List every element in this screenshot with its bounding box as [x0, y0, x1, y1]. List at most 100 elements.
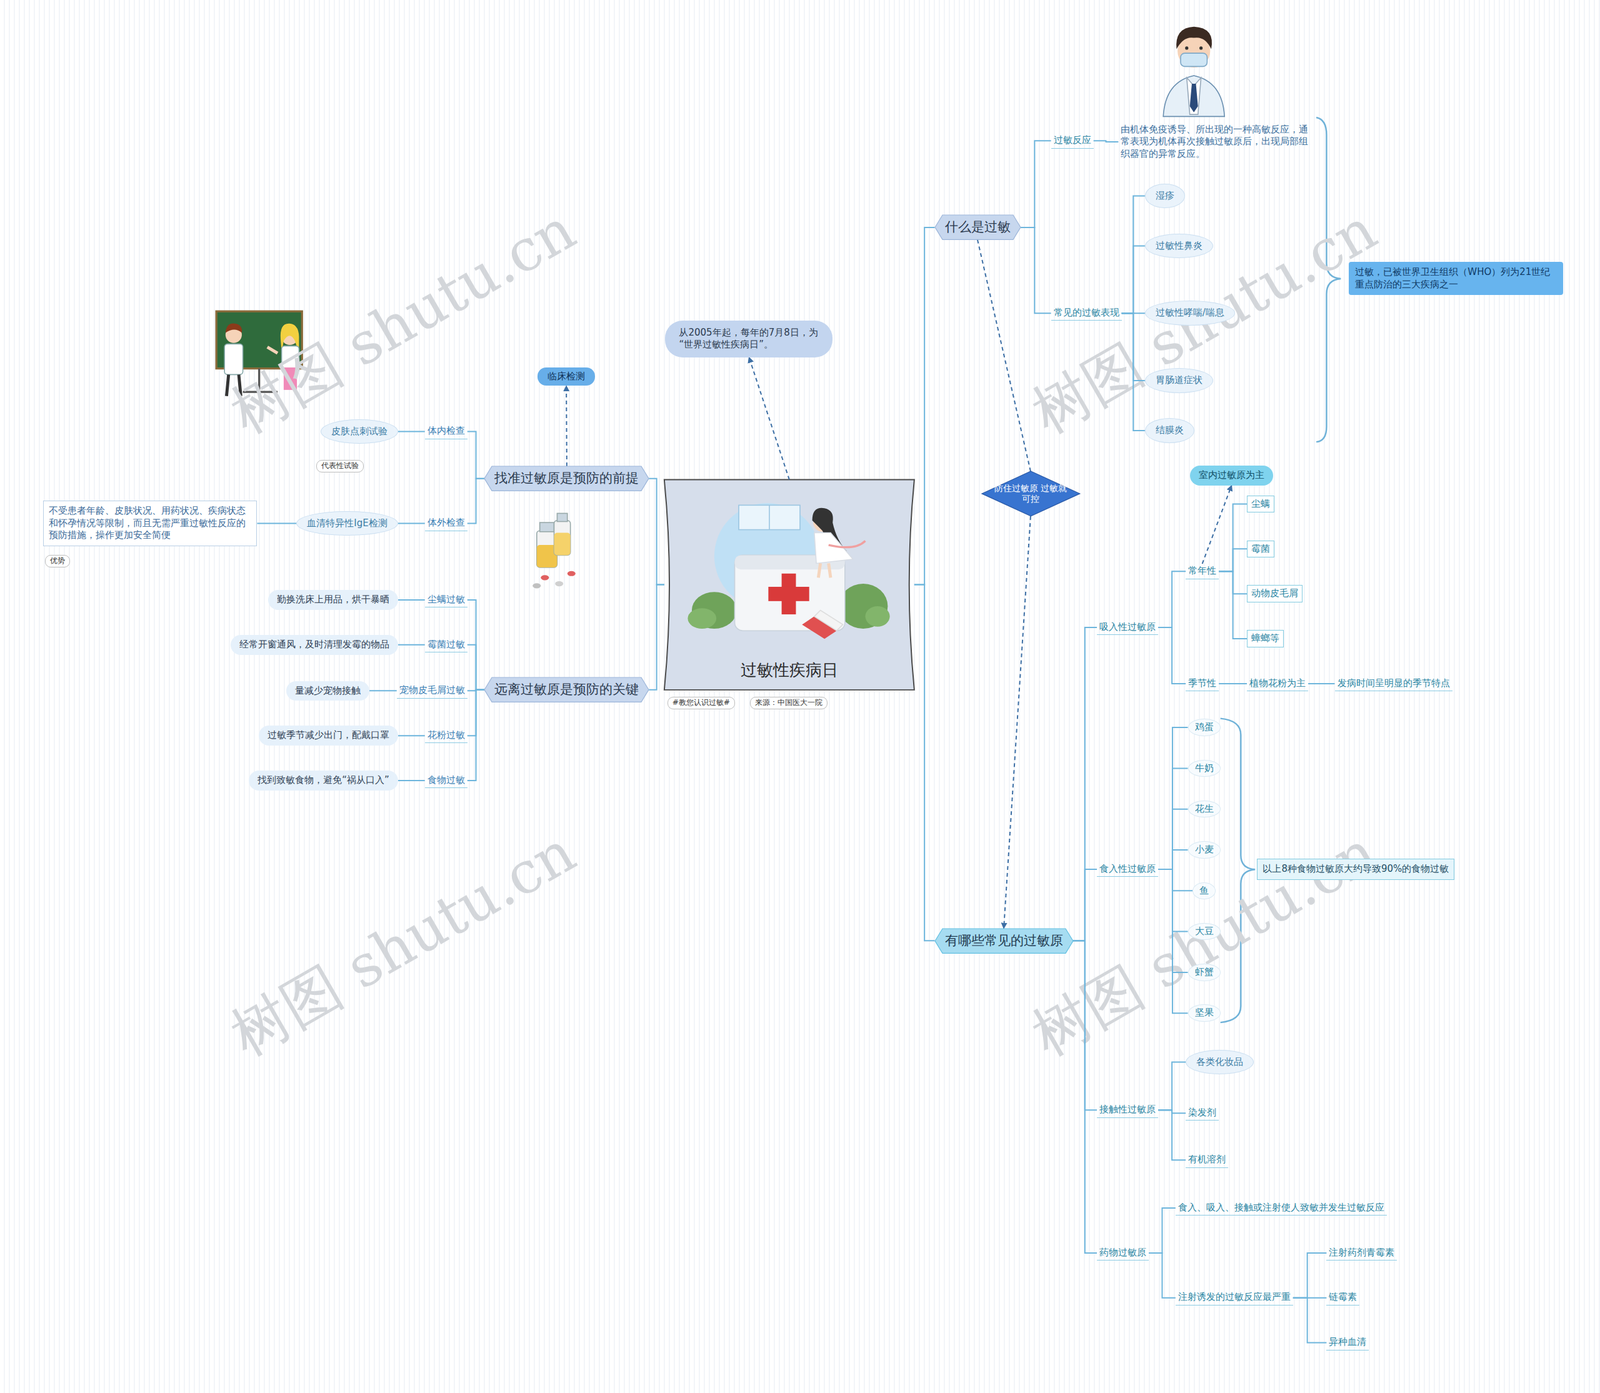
- branch-line: [467, 645, 485, 690]
- branch-line: [1218, 683, 1247, 685]
- branch-line: [1158, 869, 1188, 1014]
- subtopic-label: 异种血清: [1326, 1335, 1369, 1351]
- tip-pill: 量减少宠物接触: [286, 681, 370, 702]
- summary-box: 以上8种食物过敏原大约导致90%的食物过敏: [1256, 858, 1455, 880]
- watermark: 树图 shutu.cn: [216, 191, 589, 452]
- node-text: 宠物皮毛屑过敏: [399, 684, 465, 697]
- illustration-part: [567, 571, 576, 577]
- subtopic-label: 尘螨过敏: [425, 592, 468, 609]
- node-text: 鱼: [1199, 885, 1209, 898]
- branch-line: [1158, 1110, 1186, 1160]
- ellipse-item: 花生: [1188, 800, 1221, 819]
- node-text: 防住过敏原 过敏就可控: [993, 483, 1069, 505]
- branch-line: [1073, 869, 1098, 941]
- note-box: 不受患者年龄、皮肤状况、用药状况、疾病状态和怀孕情况等限制，而且无需严重过敏性反…: [43, 500, 258, 547]
- illustration-part: [1176, 26, 1212, 50]
- branch-line: [467, 478, 485, 524]
- tag-label: 来源：中国医大一院: [750, 696, 828, 710]
- node-text: 来源：中国医大一院: [755, 698, 823, 709]
- tip-pill: 过敏季节减少出门，配戴口罩: [258, 725, 399, 746]
- node-text: 体外检查: [427, 516, 465, 530]
- branch-line: [1158, 627, 1186, 684]
- branch-topic: 找准过敏原是预防的前提: [484, 466, 649, 491]
- node-text: 过敏反应: [1053, 134, 1092, 147]
- branch-line: [398, 780, 425, 782]
- branch-line: [1148, 1253, 1176, 1299]
- subtopic-label: 注射药剂青霉素: [1326, 1245, 1397, 1262]
- branch-line: [1121, 195, 1145, 314]
- ellipse-item: 鱼: [1192, 882, 1216, 900]
- node-text: 皮肤点刺试验: [331, 425, 388, 439]
- illustration-part: [738, 505, 800, 530]
- node-text: 蟑螂等: [1251, 632, 1280, 645]
- node-text: 结膜炎: [1155, 424, 1184, 437]
- decision-diamond: 防住过敏原 过敏就可控: [981, 471, 1080, 517]
- callout-pill: 室内过敏原为主: [1190, 465, 1274, 486]
- pill-topic: 临床检测: [537, 367, 595, 387]
- text-block: 由机体免疫诱导、所出现的一种高敏反应，通常表现为机体再次接触过敏原后，出现局部组…: [1118, 121, 1317, 164]
- subtopic-label: 常见的过敏表现: [1051, 305, 1122, 322]
- node-text: 什么是过敏: [945, 218, 1011, 236]
- node-text: 尘螨过敏: [427, 593, 465, 607]
- dashed-arrow: [1202, 485, 1232, 564]
- illustration-part: [540, 522, 555, 532]
- tag-label: #教您认识过敏#: [667, 696, 735, 710]
- ellipse-item: 鸡蛋: [1188, 718, 1221, 737]
- node-text: 体内检查: [427, 425, 465, 438]
- node-text: 优势: [50, 556, 65, 567]
- node-text: 过敏性哮喘/喘息: [1155, 306, 1225, 320]
- tip-pill: 找到致敏食物，避免“祸从口入”: [248, 770, 399, 791]
- node-text: 牛奶: [1195, 762, 1214, 775]
- node-text: 找到致敏食物，避免“祸从口入”: [257, 774, 390, 787]
- illustration-part: [555, 581, 564, 587]
- node-text: 虾蟹: [1195, 966, 1214, 979]
- node-text: 过敏，已被世界卫生组织（WHO）列为21世纪重点防治的三大疾病之一: [1355, 266, 1557, 291]
- node-text: 发病时间呈明显的季节特点: [1337, 677, 1450, 690]
- subtopic-label: 常年性: [1185, 563, 1219, 580]
- branch-line: [1293, 1298, 1327, 1344]
- illustration-part: [768, 586, 809, 602]
- node-text: 过敏性鼻炎: [1155, 240, 1203, 253]
- subtopic-label: 霉菌过敏: [425, 637, 468, 654]
- branch-topic: 有哪些常见的过敏原: [935, 928, 1074, 954]
- watermark: 树图 shutu.cn: [216, 814, 589, 1074]
- item-box: 动物皮毛屑: [1246, 585, 1303, 603]
- node-text: 动物皮毛屑: [1251, 587, 1299, 600]
- node-text: 代表性试验: [321, 461, 359, 472]
- node-text: 远离过敏原是预防的关键: [494, 681, 639, 699]
- subtopic-label: 染发剂: [1185, 1105, 1219, 1122]
- branch-line: [398, 735, 425, 737]
- illustration-part: [554, 520, 571, 556]
- subtopic-label: 宠物皮毛屑过敏: [396, 683, 468, 699]
- ellipse-topic: 皮肤点刺试验: [320, 419, 399, 445]
- branch-line: [398, 431, 425, 433]
- node-text: 有机溶剂: [1188, 1153, 1226, 1167]
- node-text: 吸入性过敏原: [1099, 621, 1156, 634]
- node-outline: [484, 677, 649, 702]
- branch-line: [1218, 571, 1247, 639]
- branch-line: [398, 644, 425, 646]
- node-text: 染发剂: [1188, 1106, 1217, 1120]
- ellipse-item: 小麦: [1188, 841, 1221, 859]
- node-text: 湿疹: [1155, 190, 1175, 203]
- branch-line: [1020, 227, 1052, 314]
- node-text: 尘螨: [1251, 498, 1270, 511]
- node-text: 小麦: [1195, 843, 1214, 857]
- node-text: 勤换洗床上用品，烘干暴晒: [276, 593, 390, 607]
- node-text: 过敏季节减少出门，配戴口罩: [267, 729, 390, 742]
- tip-pill: 勤换洗床上用品，烘干暴晒: [268, 590, 399, 610]
- connector-group: [256, 140, 1335, 1343]
- branch-line: [1020, 140, 1052, 228]
- illustration-part: [735, 555, 845, 631]
- branch-line: [1121, 313, 1145, 431]
- branch-line: [398, 523, 425, 525]
- node-text: 从2005年起，每年的7月8日，为“世界过敏性疾病日”。: [678, 326, 819, 352]
- node-text: 植物花粉为主: [1249, 677, 1306, 690]
- branch-line: [467, 690, 485, 781]
- node-text: 室内过敏原为主: [1198, 469, 1265, 482]
- illustration-part: [1185, 46, 1189, 50]
- node-outline: [484, 466, 649, 491]
- branch-line: [1293, 1253, 1327, 1299]
- item-box: 蟑螂等: [1246, 630, 1284, 648]
- branch-line: [1148, 1208, 1176, 1254]
